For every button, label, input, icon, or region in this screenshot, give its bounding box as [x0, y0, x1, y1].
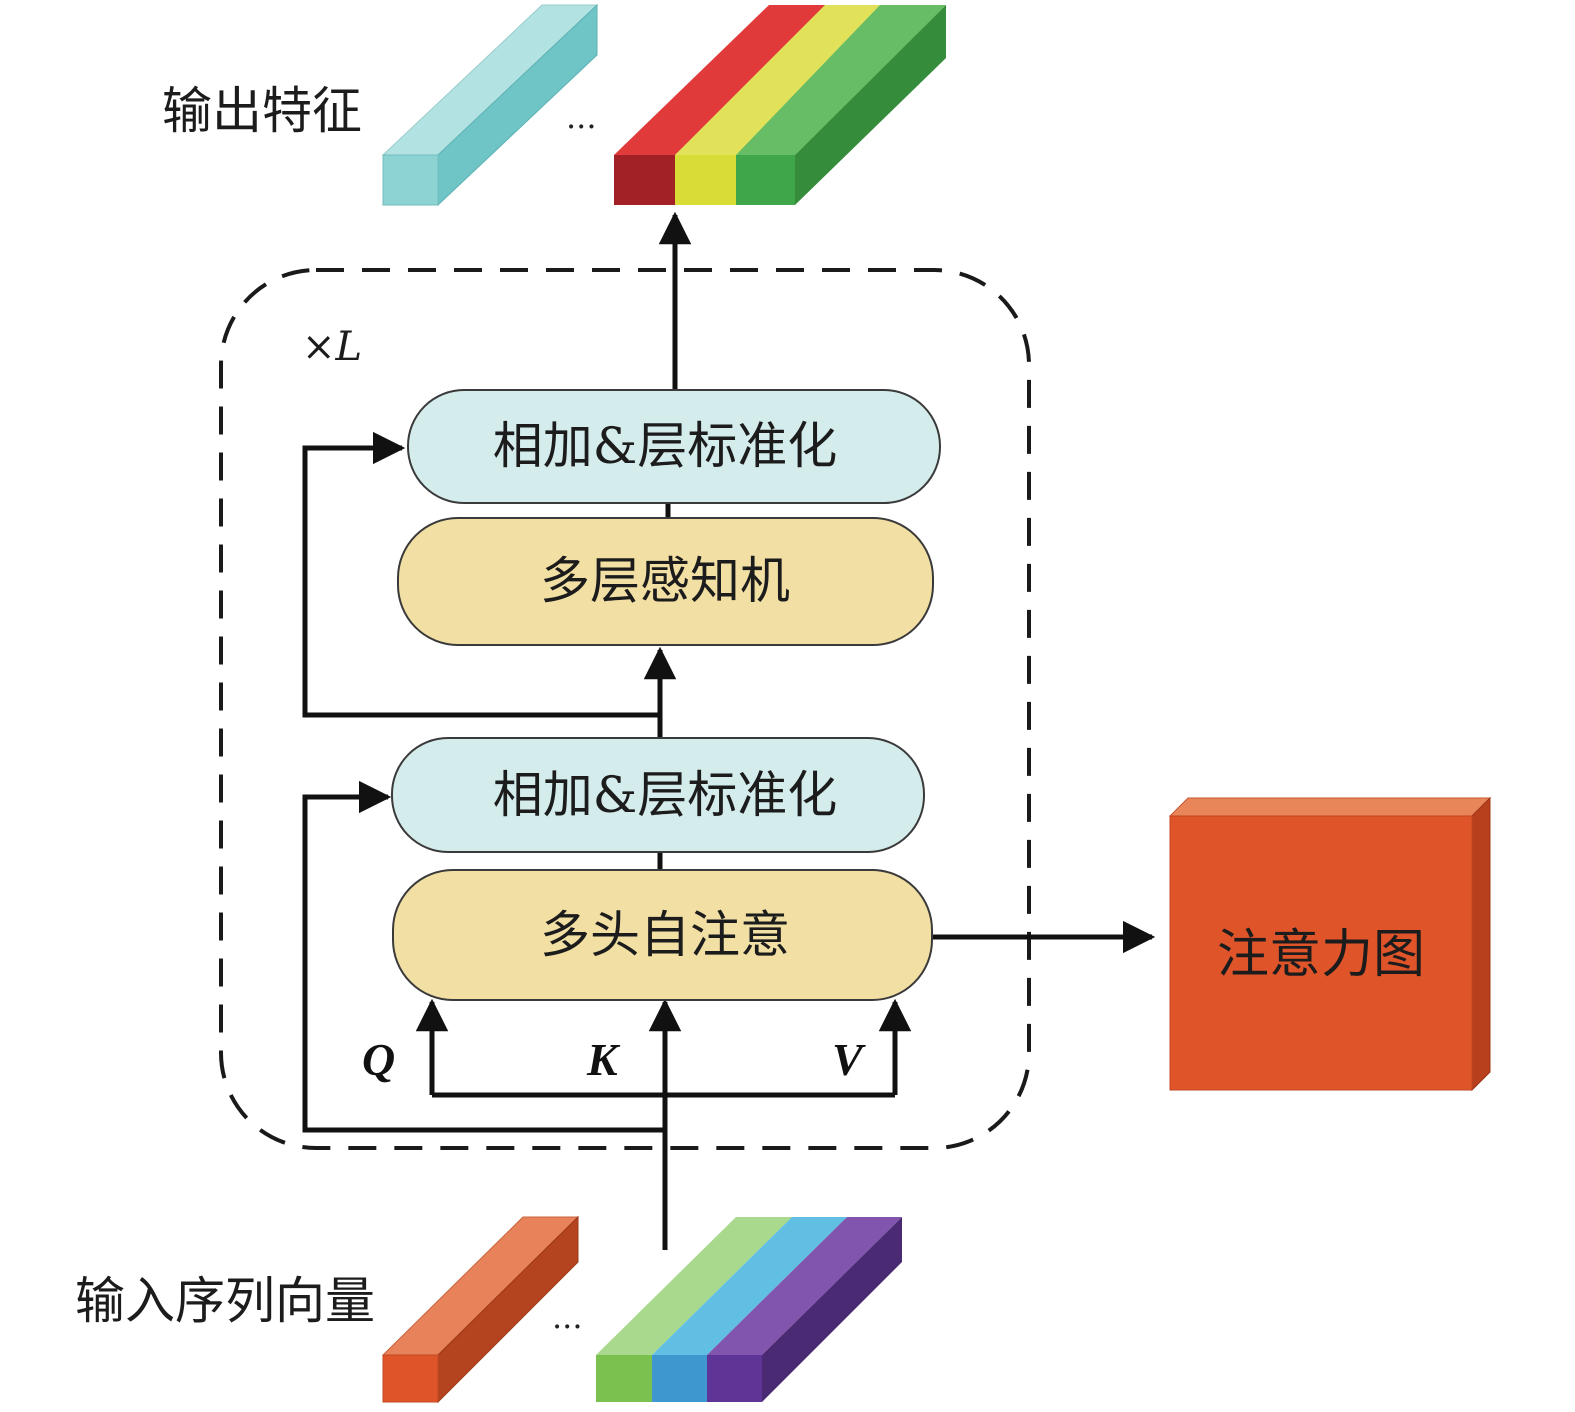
add-norm-block-top: 相加&层标准化 [407, 389, 941, 504]
q-label: Q [362, 1034, 395, 1085]
input-sequence-label: 输入序列向量 [75, 1272, 375, 1330]
add-norm-bottom-label: 相加&层标准化 [493, 766, 838, 824]
mhsa-block: 多头自注意 [392, 869, 933, 1001]
encoder-repeat-box [219, 268, 1031, 1150]
connectors [302, 211, 1156, 1250]
k-label: K [586, 1034, 621, 1085]
output-features-label: 输出特征 [162, 82, 362, 140]
mlp-label: 多层感知机 [540, 552, 790, 610]
v-label: V [832, 1034, 866, 1085]
add-norm-block-bottom: 相加&层标准化 [391, 737, 925, 853]
input-token-multi [596, 1217, 902, 1402]
output-token-single [381, 3, 599, 207]
attention-map-label: 注意力图 [1217, 925, 1425, 985]
attention-map-block: 注意力图 [1168, 796, 1492, 1092]
output-token-multi [614, 5, 946, 205]
output-ellipsis: ... [566, 98, 597, 136]
repeat-label: ×L [302, 324, 362, 370]
mlp-block: 多层感知机 [397, 517, 934, 646]
input-token-single [381, 1215, 580, 1404]
mhsa-label: 多头自注意 [540, 906, 790, 964]
add-norm-top-label: 相加&层标准化 [493, 417, 838, 475]
input-ellipsis: ... [552, 1298, 583, 1336]
